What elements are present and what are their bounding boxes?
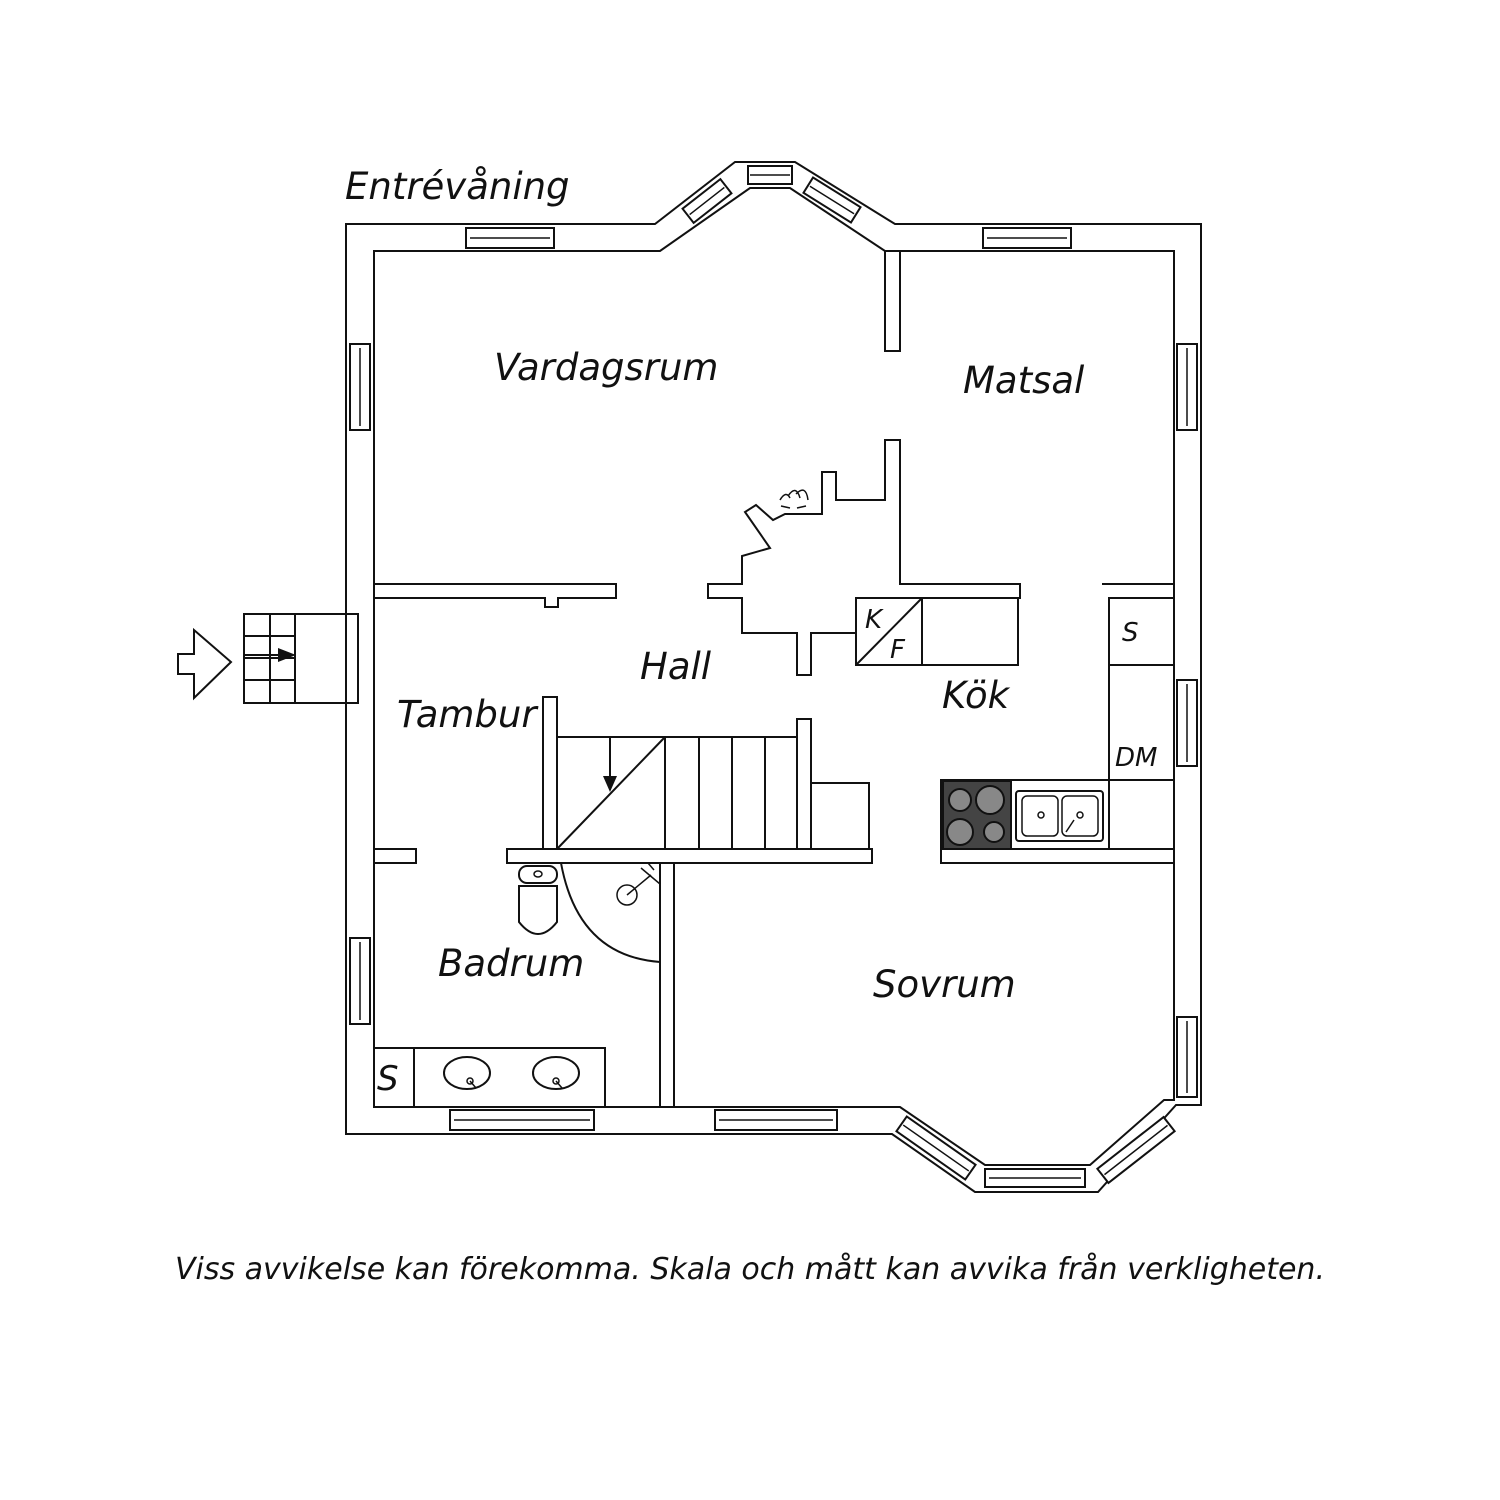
entry-arrow-icon [278, 648, 296, 662]
room-label-tambur: Tambur [397, 693, 539, 736]
staircase [556, 736, 870, 850]
exterior-walls [345, 161, 1202, 1193]
fixture-label-diskmaskin: DM [1115, 743, 1157, 773]
fixture-label-kyl: K [865, 605, 884, 635]
bathroom-fixtures [373, 862, 661, 1108]
room-label-sovrum: Sovrum [873, 963, 1016, 1006]
room-label-matsal: Matsal [963, 359, 1085, 402]
kitchen-sink [1015, 790, 1104, 842]
entrance [177, 613, 359, 704]
fixture-label-skap-bad: S [377, 1059, 399, 1099]
disclaimer-text: Viss avvikelse kan förekomma. Skala och … [175, 1252, 1325, 1287]
toilet [518, 865, 558, 935]
windows [349, 165, 1198, 1188]
fixture-label-skap-kok: S [1122, 618, 1139, 648]
room-label-badrum: Badrum [438, 942, 584, 985]
washbasin-right [532, 1056, 580, 1090]
floor-title: Entrévåning [345, 165, 570, 208]
kitchen-fixtures [855, 597, 1175, 850]
room-label-hall: Hall [640, 645, 712, 688]
entrance-arrow-icon [177, 627, 233, 701]
shower [560, 862, 661, 963]
fixture-label-frys: F [890, 635, 906, 665]
washbasin-left [443, 1056, 491, 1090]
room-label-kok: Kök [942, 674, 1011, 717]
room-label-vardagsrum: Vardagsrum [494, 346, 718, 389]
stair-arrow-icon [603, 776, 617, 792]
fireplace [779, 489, 809, 509]
